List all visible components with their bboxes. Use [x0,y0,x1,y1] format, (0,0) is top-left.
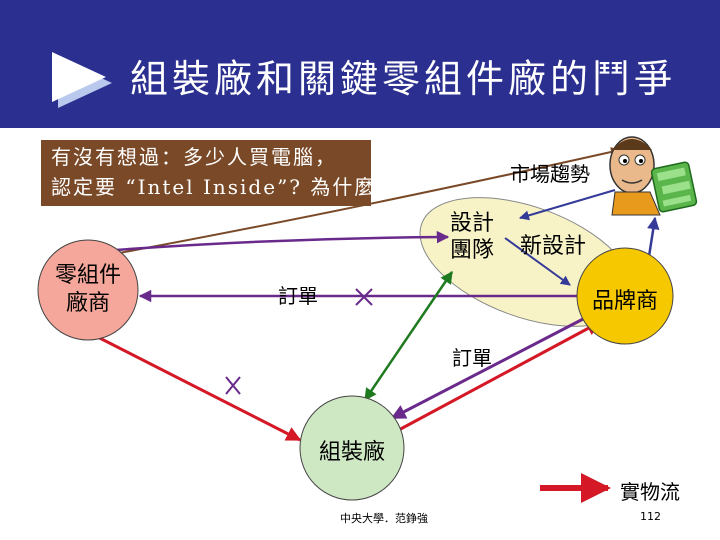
design-team-label-line-2: 團隊 [450,238,495,263]
red-parts-arrow [77,325,302,442]
brand-label: 品牌商 [591,289,658,314]
blue-new-design-arrow [504,237,571,286]
brand-node [576,247,674,345]
green-double-arrow [363,270,454,402]
red-product-arrow [394,320,602,434]
parts-blocked-mark [225,376,241,395]
new-design-label: 新設計 [520,234,587,259]
question-line-2: 認定要 “Intel Inside”? 為什麼？ [51,175,399,199]
footer-credit: 中央大學．范錚強 [340,512,428,525]
component-maker-node [37,239,139,341]
consumer-with-money-icon [609,136,698,216]
market-trend-arrow [519,189,616,221]
assembler-label: 組裝廠 [318,440,385,465]
play-arrow-icon [52,52,112,108]
question-box: 有沒有想過：多少人買電腦， 認定要 “Intel Inside”? 為什麼？ [41,140,399,206]
question-line-1: 有沒有想過：多少人買電腦， [51,145,337,169]
component-maker-label: 零組件 廠商 [38,262,138,318]
purple-arrow-to-design [114,230,450,252]
component-maker-line-1: 零組件 [54,263,121,288]
market-trend-label: 市場趨勢 [510,162,590,186]
order-top-label: 訂單 [278,284,318,308]
assembler-node [299,395,405,501]
physical-flow-label: 實物流 [620,480,680,504]
component-maker-line-2: 廠商 [65,291,110,316]
title-banner [0,0,720,128]
purple-order-to-assembler [390,316,586,420]
design-team-label-line-1: 設計 [450,211,495,236]
page-number: 112 [640,510,661,523]
order-middle-label: 訂單 [452,346,492,370]
page-title: 組裝廠和關鍵零組件廠的鬥爭 [130,57,677,101]
